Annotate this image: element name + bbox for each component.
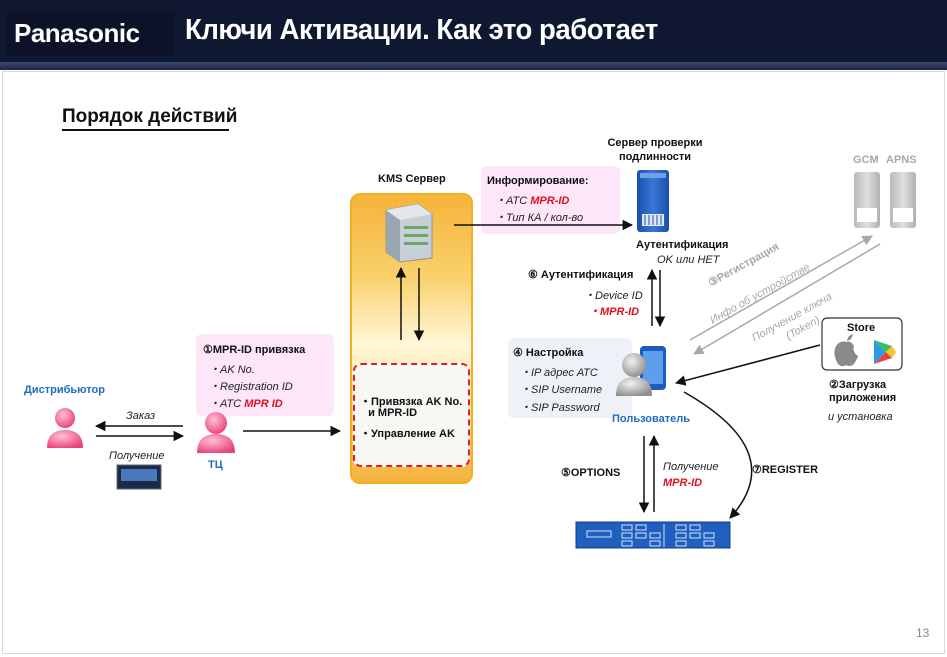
activation-card-icon [116,464,162,490]
step4-item-password: ・SIP Password [520,402,600,414]
apns-server-icon [890,172,916,228]
inform-atc-prefix: ・ATC [495,195,531,207]
section-underline [62,129,229,131]
step6-item-device: ・Device ID [584,290,643,302]
step7-title: ⑦REGISTER [752,464,819,476]
step4-item-username: ・SIP Username [520,384,603,396]
token-arrow [693,243,881,355]
apns-label: APNS [886,154,917,166]
page-number: 13 [916,626,930,640]
tc-person-icon [197,412,235,453]
step4-item-ip: ・IP адрес АТС [520,367,598,379]
user-label: Пользователь [612,413,691,425]
tc-label: ТЦ [208,459,223,471]
step1-item-regid: ・Registration ID [209,381,293,393]
slide-frame [2,71,945,654]
page-title: Ключи Активации. Как это работает [185,14,658,46]
step4-title: ④ Настройка [513,347,584,359]
step6-item-mprid: ・MPR-ID [589,306,640,318]
kms-function-box [353,363,470,467]
inform-item-type: ・Тип КА / кол-во [495,212,584,224]
kms-server-icon [385,203,433,263]
auth-server-icon [637,170,669,232]
apple-icon [834,334,858,367]
inform-item-atc: ・ATC MPR-ID [495,192,569,208]
distributor-label: Дистрибьютор [24,384,105,396]
step6-title: ⑥ Аутентификация [528,269,634,281]
user-person-icon [616,346,666,396]
store-label: Store [847,322,876,334]
step4-box [508,338,632,418]
auth-result-sub: OK или НЕТ [657,254,720,266]
step2-line3: и установка [828,411,893,423]
kms-server-label: KMS Сервер [378,173,446,185]
step2-line1: ②Загрузка [829,379,887,391]
kms-item-management: ・Управление AK [360,428,455,440]
inform-box [481,166,620,234]
google-play-icon [874,340,896,364]
order-label: Заказ [126,410,156,422]
gcm-label: GCM [853,154,879,166]
step5-title: ⑤OPTIONS [561,467,621,479]
kms-item-binding: ・Привязка AK No. [360,396,463,408]
step1-atc-prefix: ・ATC [209,398,245,410]
step1-atc-value: MPR ID [244,398,283,410]
auth-result-title: Аутентификация [636,239,729,251]
logo-box [6,12,174,56]
registration-arrow [689,235,873,341]
inform-atc-value: MPR-ID [530,195,570,207]
step1-title: ①MPR-ID привязка [203,344,306,356]
pbx-unit-icon [575,521,731,549]
step1-box [196,334,334,416]
register-arrow [683,391,753,519]
panasonic-logo: Panasonic [14,18,140,48]
header-band [0,62,947,70]
store-to-user-arrow [674,344,821,386]
gcm-server-icon [854,172,880,228]
step1-item-atc: ・ATC MPR ID [209,395,283,411]
receipt-label: Получение [109,450,165,462]
step1-item-ak: ・AK No. [209,364,255,376]
section-title: Порядок действий [62,106,238,127]
receive-mpr-line2: MPR-ID [663,477,703,489]
distributor-person-icon [47,408,83,448]
step2-line2: приложения [829,392,897,404]
auth-server-label: Сервер проверки подлинности [607,137,703,163]
receive-mpr-line1: Получение [663,461,719,473]
kms-item-binding-cont: и MPR-ID [362,407,418,419]
inform-title: Информирование: [487,175,589,187]
